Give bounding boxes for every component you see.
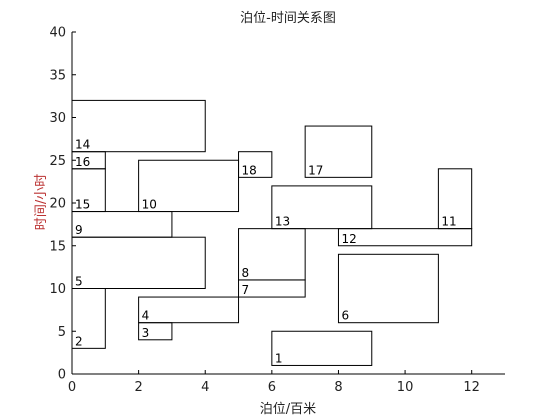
berth-label-7: 7 <box>242 283 250 297</box>
x-tick-label: 10 <box>397 380 414 395</box>
berth-label-3: 3 <box>142 326 150 340</box>
berth-label-14: 14 <box>75 138 90 152</box>
y-tick-label: 0 <box>58 368 66 383</box>
y-tick-label: 30 <box>49 111 66 126</box>
berth-rect-12 <box>337 228 473 247</box>
x-tick-label: 2 <box>134 380 142 395</box>
berth-label-8: 8 <box>242 266 250 280</box>
berth-rect-14 <box>71 99 206 153</box>
berth-rect-9 <box>71 211 173 238</box>
berth-rect-4 <box>138 296 240 324</box>
berth-label-17: 17 <box>308 163 323 177</box>
berth-label-13: 13 <box>275 215 290 229</box>
berth-label-16: 16 <box>75 155 90 169</box>
berth-label-1: 1 <box>275 351 283 365</box>
y-tick-label: 20 <box>49 197 66 212</box>
berth-label-9: 9 <box>75 223 83 237</box>
x-tick-label: 8 <box>334 380 342 395</box>
berth-label-12: 12 <box>341 232 356 246</box>
berth-rect-18 <box>238 151 273 178</box>
y-tick-label: 35 <box>49 68 66 83</box>
x-tick-label: 0 <box>68 380 76 395</box>
berth-label-6: 6 <box>341 309 349 323</box>
berth-rect-1 <box>271 330 373 366</box>
y-tick-label: 15 <box>49 239 66 254</box>
y-tick-label: 5 <box>58 325 66 340</box>
berth-rect-16 <box>71 151 106 170</box>
berth-rect-6 <box>337 253 439 324</box>
berth-label-4: 4 <box>142 309 150 323</box>
berth-label-10: 10 <box>142 198 157 212</box>
x-tick-label: 6 <box>268 380 276 395</box>
berth-rect-13 <box>271 185 373 230</box>
y-axis-title: 时间/小时 <box>34 174 49 230</box>
berth-rect-5 <box>71 236 206 289</box>
berth-label-11: 11 <box>441 215 456 229</box>
chart-title: 泊位-时间关系图 <box>240 11 336 26</box>
y-tick-label: 25 <box>49 154 66 169</box>
berth-rect-17 <box>304 125 373 178</box>
berth-rect-10 <box>138 159 240 213</box>
x-axis-title: 泊位/百米 <box>260 402 316 417</box>
y-tick-label: 40 <box>49 26 66 41</box>
berth-label-2: 2 <box>75 334 83 348</box>
y-tick-label: 10 <box>49 282 66 297</box>
berth-label-15: 15 <box>75 198 90 212</box>
berth-label-5: 5 <box>75 275 83 289</box>
x-tick-label: 4 <box>201 380 209 395</box>
berth-label-18: 18 <box>242 163 257 177</box>
x-tick-label: 12 <box>463 380 480 395</box>
